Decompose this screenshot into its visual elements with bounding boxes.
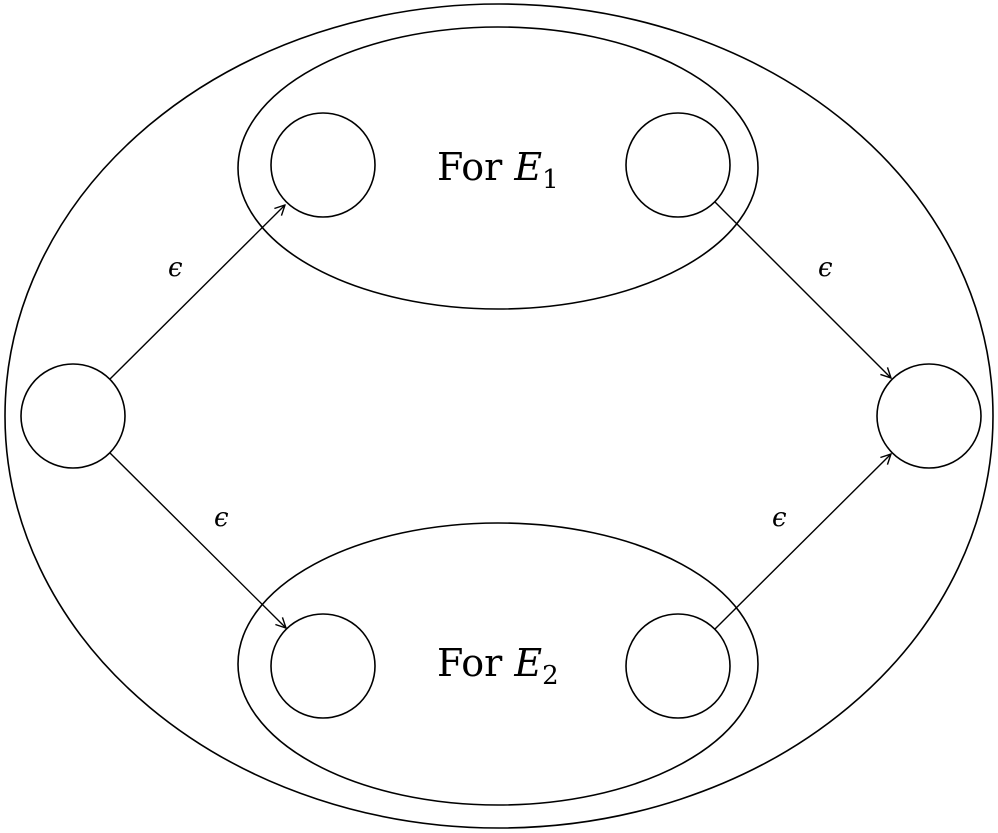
- e2-label-subscript: 2: [542, 661, 559, 691]
- subautomaton-e2-label: For E2: [437, 641, 559, 691]
- accept-state: [876, 363, 982, 469]
- e1-label-variable: E: [513, 145, 542, 189]
- subautomaton-e2-boundary: [237, 522, 759, 806]
- edge-label-start-to-e1: ϵ: [168, 253, 183, 283]
- edge-start-to-e2: [109, 452, 286, 628]
- e2-exit-state: [625, 613, 731, 719]
- e2-label-prefix: For: [437, 641, 514, 685]
- edge-e1-to-accept: [714, 201, 891, 378]
- e1-label-subscript: 1: [542, 165, 559, 195]
- e2-entry-state: [270, 613, 376, 719]
- e1-label-prefix: For: [437, 145, 514, 189]
- outer-boundary: [4, 3, 994, 829]
- start-state: [20, 363, 126, 469]
- subautomaton-e1-boundary: [237, 26, 759, 310]
- subautomaton-e1-label: For E1: [437, 145, 559, 195]
- e1-entry-state: [270, 112, 376, 218]
- edge-e2-to-accept: [714, 454, 891, 630]
- edge-label-e2-to-accept: ϵ: [772, 503, 787, 533]
- e2-label-variable: E: [513, 641, 542, 685]
- edge-start-to-e1: [109, 205, 285, 380]
- edge-label-start-to-e2: ϵ: [214, 503, 229, 533]
- edge-label-e1-to-accept: ϵ: [818, 253, 833, 283]
- e1-exit-state: [625, 112, 731, 218]
